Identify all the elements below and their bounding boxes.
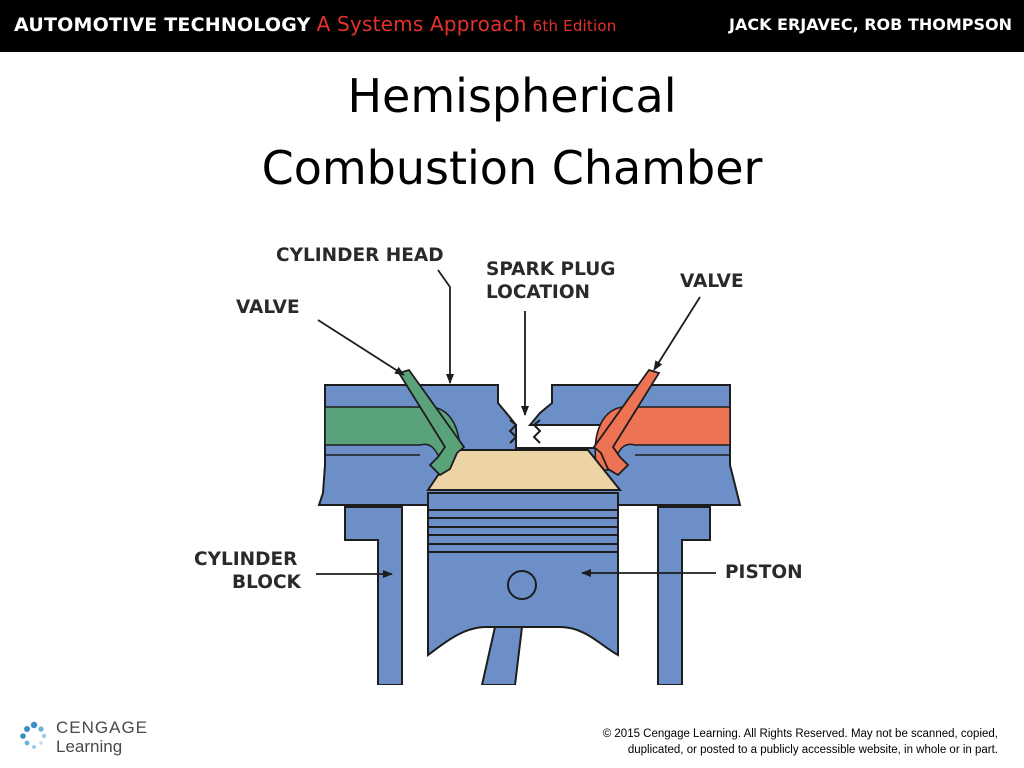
arrow-valve-left [317,319,405,376]
logo-line1: CENGAGE [56,718,149,737]
book-subtitle: A Systems Approach [316,12,527,36]
connecting-rod [480,626,524,685]
label-piston: PISTON [725,562,803,583]
label-cylinder-block-line1: CYLINDER [194,549,297,570]
label-spark-plug-line1: SPARK PLUG [486,259,615,280]
combustion-chamber-diagram: CYLINDER HEAD SPARK PLUG LOCATION VALVE … [194,245,803,685]
authors: JACK ERJAVEC, ROB THOMPSON [728,15,1012,34]
piston-pin [507,570,537,600]
piston-rings [428,509,618,553]
leader-arrows [316,269,716,578]
slide-title-line1: Hemispherical [347,69,677,123]
copyright-line2: duplicated, or posted to a publicly acce… [627,744,998,756]
copyright-line1: © 2015 Cengage Learning. All Rights Rese… [602,728,998,740]
label-spark-plug-line2: LOCATION [486,282,590,303]
book-edition: 6th Edition [532,17,617,35]
slide-title-line2: Combustion Chamber [261,141,763,195]
cengage-mark-icon [20,721,47,749]
label-valve-left: VALVE [236,297,300,318]
spark-plug-threads [508,419,542,444]
logo-line2: Learning [56,737,123,756]
slide-title: Hemispherical Combustion Chamber [0,60,1024,204]
label-valve-right: VALVE [680,271,744,292]
exhaust-valve [592,368,661,477]
cengage-logo: CENGAGE Learning [18,716,158,760]
label-cylinder-block-line2: BLOCK [232,572,302,593]
book-title: AUTOMOTIVE TECHNOLOGY [14,14,311,36]
label-cylinder-head: CYLINDER HEAD [276,245,444,266]
arrow-valve-right [653,296,701,371]
arrow-cylinder-head [437,269,454,384]
intake-valve [397,368,466,477]
cylinder-block [344,506,403,685]
cylinder-block-right [657,506,711,685]
copyright-notice: © 2015 Cengage Learning. All Rights Rese… [528,726,998,758]
piston-crown [426,449,623,491]
